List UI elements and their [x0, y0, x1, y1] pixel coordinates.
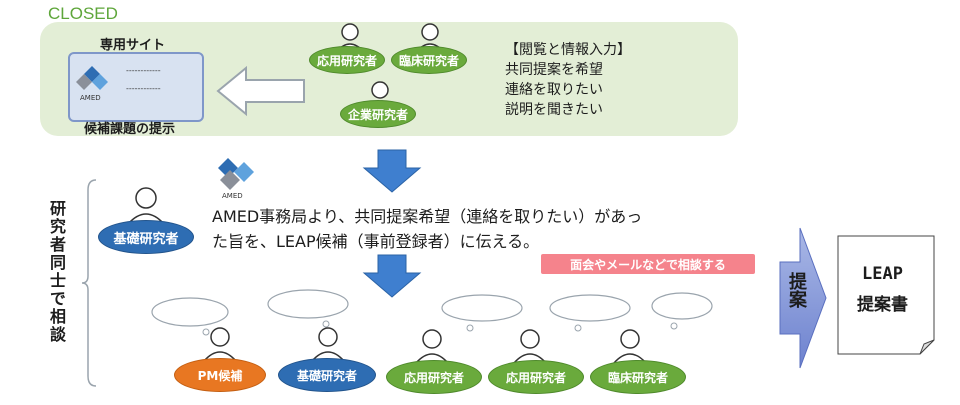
side-label: 研究者同士で相談: [47, 200, 66, 344]
left-arrow-icon: [216, 65, 305, 117]
amed-logo-text: AMED: [222, 192, 243, 200]
thought-clouds: [151, 289, 713, 336]
requests-heading: 【閲覧と情報入力】: [505, 42, 631, 58]
site-title: 専用サイト: [100, 38, 166, 53]
site-line-2: ------------: [126, 84, 161, 93]
role-applied-bottom-1: 応用研究者: [386, 360, 482, 394]
role-basic-middle: 基礎研究者: [98, 220, 194, 254]
person-icon: [613, 329, 647, 364]
thought-cloud-icon: [151, 297, 229, 336]
consult-badge: 面会やメールなどで相談する: [541, 254, 755, 274]
person-icon: [311, 327, 345, 362]
site-document: AMED ------------ ------------: [68, 52, 204, 122]
role-applied-top: 応用研究者: [309, 46, 385, 74]
person-icon: [203, 327, 237, 362]
leap-doc-subtitle: 提案書: [857, 295, 908, 315]
message-line: た旨を、LEAP候補（事前登録者）に伝える。: [212, 232, 540, 251]
role-clinical-bottom: 臨床研究者: [590, 360, 686, 394]
thought-cloud-icon: [651, 292, 713, 330]
leap-doc-title: LEAP: [862, 264, 903, 284]
site-caption: 候補課題の提示: [84, 122, 176, 137]
proposal-arrow-icon: [779, 227, 827, 369]
down-arrow-icon: [362, 254, 422, 298]
message: AMED事務局より、共同提案希望（連絡を取りたい）があっ た旨を、LEAP候補（…: [212, 204, 642, 254]
request-item: 共同提案を希望: [505, 62, 603, 78]
person-icon: [415, 329, 449, 364]
request-item: 説明を聞きたい: [505, 102, 603, 118]
leap-document-icon: [837, 235, 935, 355]
site-line-1: ------------: [126, 66, 161, 75]
role-pm-candidate: PM候補: [174, 358, 266, 392]
thought-cloud-icon: [549, 294, 631, 332]
role-basic-bottom: 基礎研究者: [278, 358, 376, 392]
requests-list: 【閲覧と情報入力】 共同提案を希望 連絡を取りたい 説明を聞きたい: [505, 40, 631, 120]
role-industry-top: 企業研究者: [340, 100, 416, 128]
amed-logo-icon: [218, 158, 254, 190]
amed-logo-small-icon: [76, 66, 108, 90]
role-applied-bottom-2: 応用研究者: [488, 360, 584, 394]
site-logo-text: AMED: [80, 94, 101, 102]
request-item: 連絡を取りたい: [505, 82, 603, 98]
down-arrow-icon: [362, 149, 422, 193]
message-line: AMED事務局より、共同提案希望（連絡を取りたい）があっ: [212, 207, 643, 226]
thought-cloud-icon: [267, 289, 349, 328]
role-clinical-top: 臨床研究者: [391, 46, 467, 74]
thought-cloud-icon: [441, 294, 523, 332]
closed-label: CLOSED: [48, 4, 118, 23]
person-icon: [513, 329, 547, 364]
proposal-label: 提案: [786, 272, 807, 308]
left-brace: [81, 179, 97, 387]
